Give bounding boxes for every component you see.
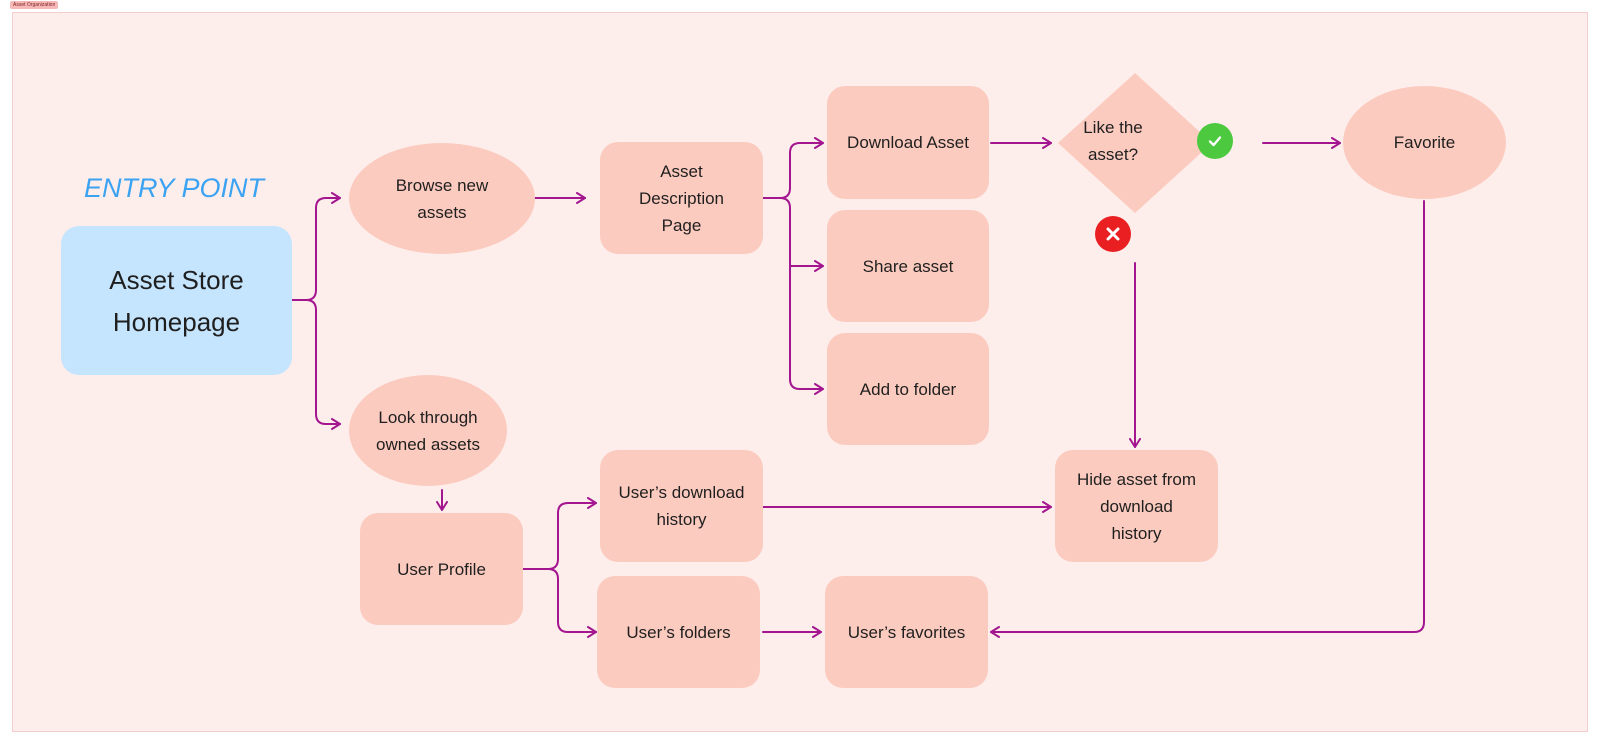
decision-diamond [1058, 73, 1212, 213]
edge-profile-folders [547, 568, 597, 638]
close-icon [1095, 216, 1131, 252]
node-users-download-history[interactable]: User’s download history [600, 450, 763, 562]
node-browse-new-assets[interactable]: Browse new assets [349, 143, 535, 254]
frame-title[interactable]: Asset Organization [10, 1, 59, 9]
node-add-to-folder[interactable]: Add to folder [827, 333, 989, 445]
decision-like-asset[interactable]: Like the asset? [1083, 118, 1143, 164]
edge-favorite-favorites [990, 200, 1425, 638]
node-users-folders[interactable]: User’s folders [597, 576, 760, 688]
node-hide-asset-from-download-history[interactable]: Hide asset from download history [1055, 450, 1218, 562]
node-download-asset[interactable]: Download Asset [827, 86, 989, 199]
edge-description-folder [789, 265, 824, 395]
check-icon [1197, 123, 1233, 159]
node-asset-store-homepage[interactable]: Asset Store Homepage [61, 226, 292, 375]
node-asset-description-page[interactable]: Asset Description Page [600, 142, 763, 254]
node-users-favorites[interactable]: User’s favorites [825, 576, 988, 688]
node-user-profile[interactable]: User Profile [360, 513, 523, 625]
entry-point-label: ENTRY POINT [83, 173, 265, 203]
edge-description-download [749, 137, 824, 199]
edge-home-browse [289, 192, 341, 301]
edge-profile-history [522, 497, 597, 570]
edge-description-share [779, 197, 824, 272]
node-favorite[interactable]: Favorite [1343, 86, 1506, 199]
node-share-asset[interactable]: Share asset [827, 210, 989, 322]
node-look-through-owned-assets[interactable]: Look through owned assets [349, 375, 507, 486]
edge-home-owned [305, 299, 341, 430]
